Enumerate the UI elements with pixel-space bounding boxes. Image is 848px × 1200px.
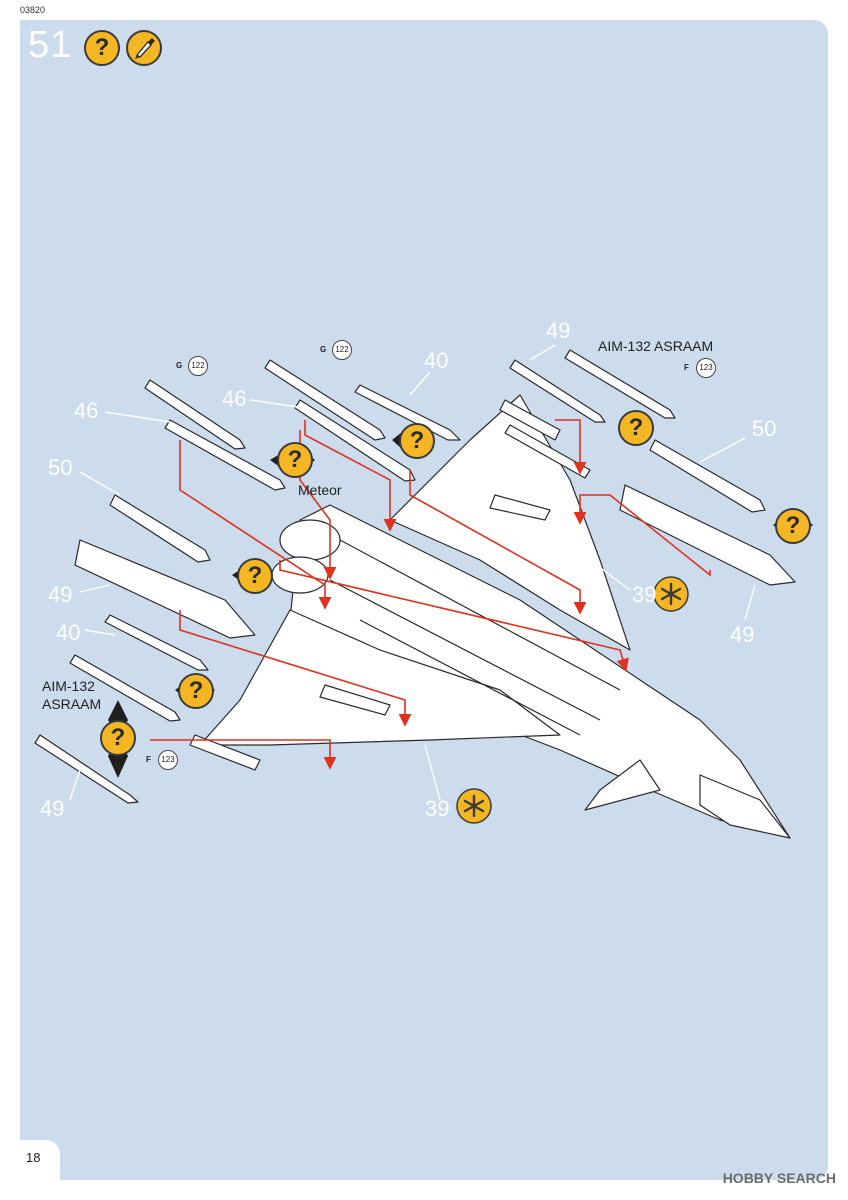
part-label-49: 49 [48, 582, 73, 607]
product-code: 03820 [20, 5, 46, 15]
part-label-40: 40 [56, 620, 81, 645]
missile-40-mid [354, 384, 461, 441]
question-icon: ? [178, 673, 214, 709]
part-label-40: 40 [424, 348, 449, 373]
missile-asraam-top [564, 349, 676, 419]
page-number: 18 [26, 1150, 41, 1165]
question-icon: ? [399, 423, 435, 459]
part-label-50: 50 [752, 416, 777, 441]
step-number: 51 [28, 24, 73, 66]
aircraft-left-wing [199, 609, 561, 746]
tank-49-left [74, 539, 256, 639]
part-label-46: 46 [222, 386, 247, 411]
part-label-46: 46 [74, 398, 99, 423]
aircraft-right-wing [389, 394, 631, 651]
missile-46-left [164, 419, 286, 491]
part-label-49: 49 [546, 318, 571, 343]
question-icon: ? [277, 442, 313, 478]
asraam-top-label: AIM-132 ASRAAM [598, 338, 714, 354]
part-label-49: 49 [730, 622, 755, 647]
part-label-39: 39 [632, 582, 657, 607]
question-icon: ? [100, 720, 136, 756]
asraam-left-label-line1: AIM-132 [42, 678, 95, 694]
paint-brush-icon [126, 30, 162, 66]
part-label-49: 49 [40, 796, 65, 821]
tank-49-right [619, 484, 796, 586]
question-icon: ? [237, 558, 273, 594]
part-label-50: 50 [48, 455, 73, 480]
question-icon: ? [618, 410, 654, 446]
aircraft-canard [584, 759, 661, 811]
asraam-left-label-line2: ASRAAM [42, 696, 102, 712]
page-tab [20, 1140, 60, 1180]
part-label-39: 39 [425, 796, 450, 821]
question-icon: ? [775, 508, 811, 544]
missile-asraam-left [69, 654, 181, 722]
missile-40-left [104, 614, 209, 671]
question-icon: ? [84, 30, 120, 66]
pod-50-left [109, 494, 211, 563]
meteor-label: Meteor [298, 482, 342, 498]
pod-50-right [649, 439, 766, 513]
watermark: HOBBY SEARCH [722, 1170, 836, 1186]
